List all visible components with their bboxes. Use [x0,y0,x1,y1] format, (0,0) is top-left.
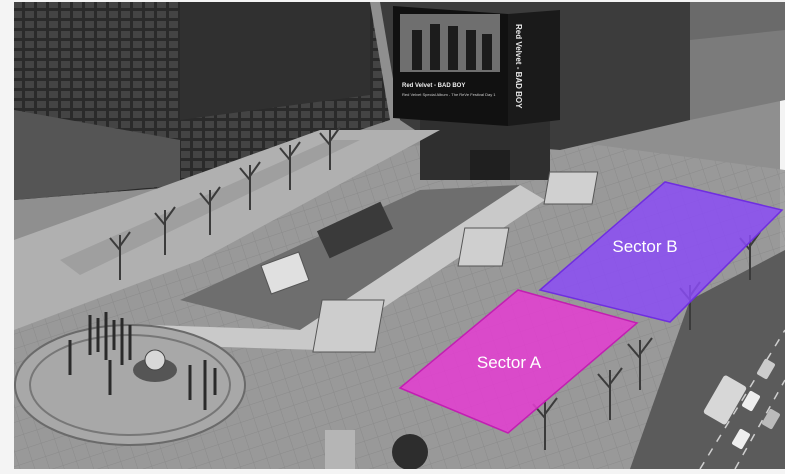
billboard-title: Red Velvet - BAD BOY [402,83,465,89]
sector-b-area[interactable]: Sector B [538,181,784,323]
billboard-subtitle: Red Velvet Special Album - The ReVe Fest… [402,92,496,97]
sector-a-area[interactable]: Sector A [398,289,639,434]
sunken-area [180,185,520,330]
sector-b-label: Sector B [612,237,677,256]
billboard-side-text: Red Velvet - BAD BOY [514,24,523,109]
billboard: Red Velvet - BAD BOY Red Velvet Special … [393,6,560,126]
road [630,250,785,469]
sector-a-label: Sector A [477,353,542,372]
